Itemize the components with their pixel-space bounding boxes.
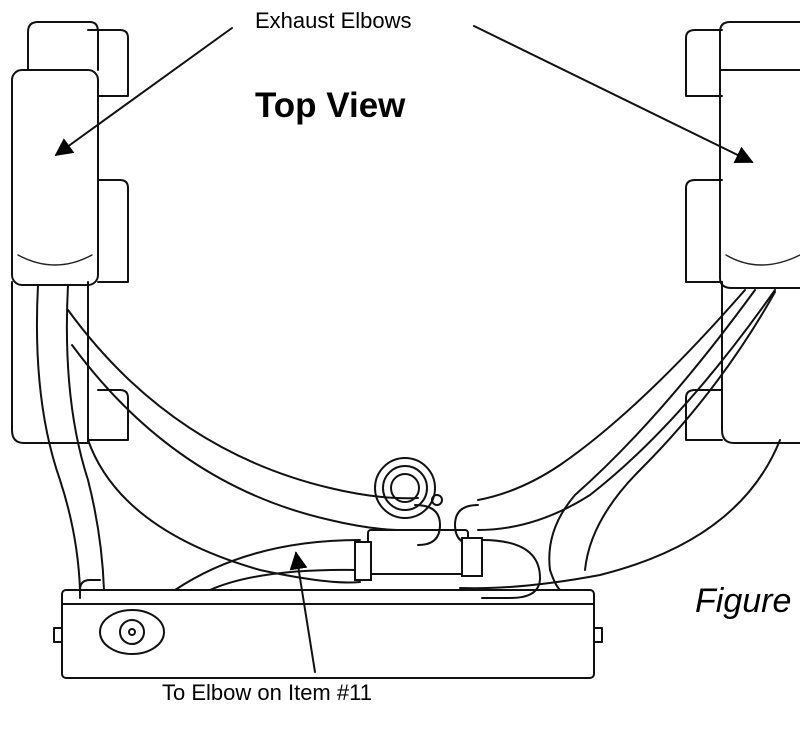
front-manifold-bar [53,579,603,679]
center-fittings [354,457,541,599]
exhaust-arrow-right [473,25,754,163]
top-view-title: Top View [255,86,406,125]
leader-lines [54,25,754,673]
item11-arrow [289,551,316,673]
item-11-elbow-label: To Elbow on Item #11 [162,680,372,705]
right-exhaust-elbow [685,21,800,444]
exhaust-elbows-label: Exhaust Elbows [255,8,412,33]
exhaust-arrow-left [54,27,233,157]
figure-caption: Figure [695,582,792,620]
hoses [35,284,781,591]
left-exhaust-elbow [11,21,129,444]
